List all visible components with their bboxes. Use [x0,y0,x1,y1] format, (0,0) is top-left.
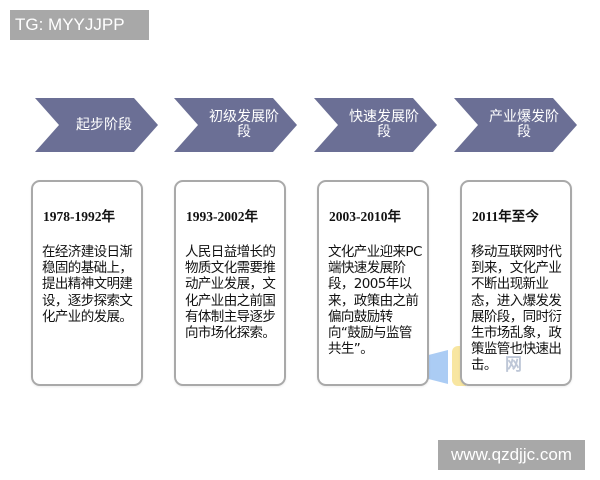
chevron-arrow-icon [174,98,297,152]
watermark-logo-shape [428,350,448,384]
watermark-tag-top: TG: MYYJJPP [10,10,149,40]
stage-description: 文化产业迎来PC端快速发展阶段，2005年以来，政策由之前偏向鼓励转向“鼓励与监… [328,244,422,358]
stage-label: 初级发展阶段 [209,109,279,140]
stage-card-1: 1978-1992年 在经济建设日渐稳固的基础上，提出精神文明建设，逐步探索文化… [31,180,143,386]
stage-label: 产业爆发阶段 [489,109,559,140]
watermark-url: www.qzdjjc.com [438,440,585,470]
stage-description: 在经济建设日渐稳固的基础上，提出精神文明建设，逐步探索文化产业的发展。 [42,244,133,325]
stage-arrow-4: 产业爆发阶段 [454,98,580,152]
watermark-overlay-text: 网 [505,355,522,375]
stage-period: 1978-1992年 [43,209,115,224]
stage-label: 起步阶段 [76,116,132,133]
chevron-arrow-icon [35,98,158,152]
stage-label: 快速发展阶段 [349,109,419,140]
stage-card-2: 1993-2002年 人民日益增长的物质文化需要推动产业发展，文化产业由之前国有… [174,180,286,386]
stage-description: 人民日益增长的物质文化需要推动产业发展，文化产业由之前国有体制主导逐步向市场化探… [185,244,276,342]
stage-period: 2003-2010年 [329,209,401,224]
stage-arrow-1: 起步阶段 [35,98,161,152]
stage-description: 移动互联网时代到来，文化产业不断出现新业态，进入爆发发展阶段，同时衍生市场乱象，… [471,244,562,374]
chevron-arrow-icon [314,98,437,152]
stage-card-3: 2003-2010年 文化产业迎来PC端快速发展阶段，2005年以来，政策由之前… [317,180,429,386]
stage-period: 2011年至今 [472,209,539,224]
stage-period: 1993-2002年 [186,209,258,224]
stage-arrow-2: 初级发展阶段 [174,98,300,152]
stage-card-4: 2011年至今 移动互联网时代到来，文化产业不断出现新业态，进入爆发发展阶段，同… [460,180,572,386]
stage-arrow-3: 快速发展阶段 [314,98,440,152]
chevron-arrow-icon [454,98,577,152]
